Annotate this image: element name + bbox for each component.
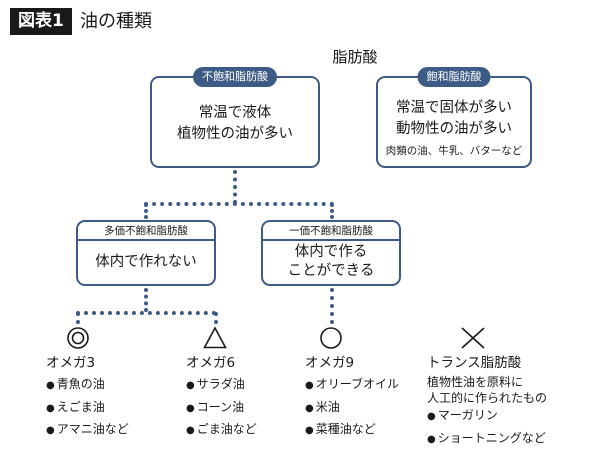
list-item: ●ごま油など [186,419,257,442]
saturated-tag: 飽和脂肪酸 [418,67,491,87]
circle-icon [319,326,343,350]
list-item: ●米油 [305,397,399,420]
omega9-label: オメガ9 [305,351,354,371]
figure-tag: 図表1 [10,8,72,35]
omega3-list: ●青魚の油 ●えごま油 ●アマニ油など [46,374,129,442]
connector-poly-down [144,288,148,312]
trans-list: ●マーガリン ●ショートニングなど [427,405,546,450]
saturated-box: 飽和脂肪酸 常温で固体が多い 動物性の油が多い 肉類の油、牛乳、バターなど [376,76,532,168]
double-circle-icon [66,326,90,350]
unsaturated-line2: 植物性の油が多い [152,124,318,145]
cross-icon [460,326,486,350]
list-item: ●えごま油 [46,397,129,420]
connector-to-omega3 [76,312,80,324]
list-item: ●コーン油 [186,397,257,420]
list-item: ●アマニ油など [46,419,129,442]
unsaturated-line1: 常温で液体 [152,103,318,124]
root-label: 脂肪酸 [300,46,410,67]
poly-text: 体内で作れない [78,252,214,273]
connector-to-omega9 [330,288,334,324]
list-item: ●菜種油など [305,419,399,442]
triangle-icon [203,326,227,350]
mono-line1: 体内で作る [263,243,399,262]
saturated-line1: 常温で固体が多い [378,98,530,119]
omega3-label: オメガ3 [46,351,95,371]
poly-tag: 多価不飽和脂肪酸 [78,223,214,239]
omega6-list: ●サラダ油 ●コーン油 ●ごま油など [186,374,257,442]
connector-to-mono [330,203,334,219]
mono-box: 一価不飽和脂肪酸 体内で作る ことができる [261,220,401,286]
connector-unsaturated-down [233,170,237,204]
trans-note: 植物性油を原料に 人工的に作られたもの [427,374,547,406]
unsaturated-tag: 不飽和脂肪酸 [193,67,277,87]
trans-note-line1: 植物性油を原料に [427,374,547,390]
trans-note-line2: 人工的に作られたもの [427,390,547,406]
saturated-examples: 肉類の油、牛乳、バターなど [378,143,530,159]
list-item: ●サラダ油 [186,374,257,397]
mono-line2: ことができる [263,262,399,281]
poly-box: 多価不飽和脂肪酸 体内で作れない [76,220,216,286]
saturated-line2: 動物性の油が多い [378,119,530,140]
figure-title: 油の種類 [80,8,152,35]
list-item: ●オリーブオイル [305,374,399,397]
unsaturated-box: 不飽和脂肪酸 常温で液体 植物性の油が多い [150,76,320,168]
connector-to-omega6 [214,312,218,324]
mono-tag: 一価不飽和脂肪酸 [263,223,399,239]
connector-poly-branch [76,311,216,315]
connector-to-poly [144,203,148,219]
trans-label: トランス脂肪酸 [427,351,521,371]
omega9-list: ●オリーブオイル ●米油 ●菜種油など [305,374,399,442]
list-item: ●青魚の油 [46,374,129,397]
connector-branch-horizontal [144,202,334,206]
omega6-label: オメガ6 [186,351,235,371]
list-item: ●マーガリン [427,405,546,428]
